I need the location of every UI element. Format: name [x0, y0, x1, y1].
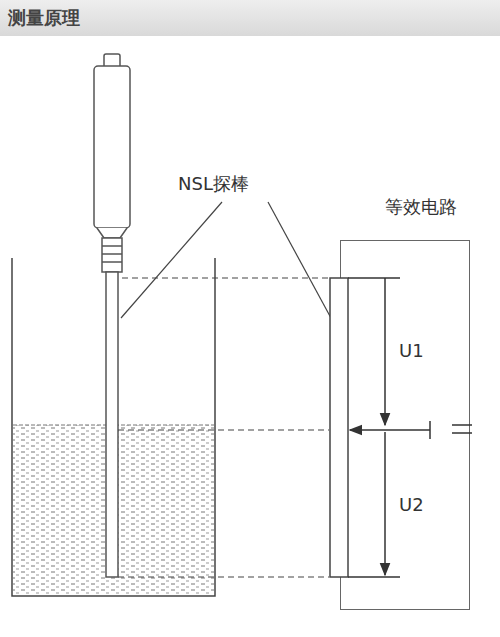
title-text: 测量原理 [8, 6, 80, 30]
part-name: NSL探棒 [176, 172, 251, 196]
signal-name: U1 [397, 340, 426, 361]
circuit-box: 等效电路 [340, 240, 470, 610]
tank [12, 258, 215, 596]
battery-symbol [452, 432, 472, 434]
probe [94, 54, 130, 577]
battery-symbol [452, 424, 472, 426]
top-wire [348, 277, 400, 279]
box-heading: 等效电路 [385, 195, 457, 219]
voltage-arrow [384, 278, 386, 425]
terminal-tick [429, 421, 431, 439]
voltage-arrow [384, 432, 386, 575]
probe-equivalent [330, 278, 348, 577]
leader-line [121, 202, 331, 318]
wire-arrow [350, 429, 430, 431]
level-line [118, 278, 329, 577]
bottom-wire [348, 576, 400, 578]
signal-name: U2 [397, 494, 426, 515]
